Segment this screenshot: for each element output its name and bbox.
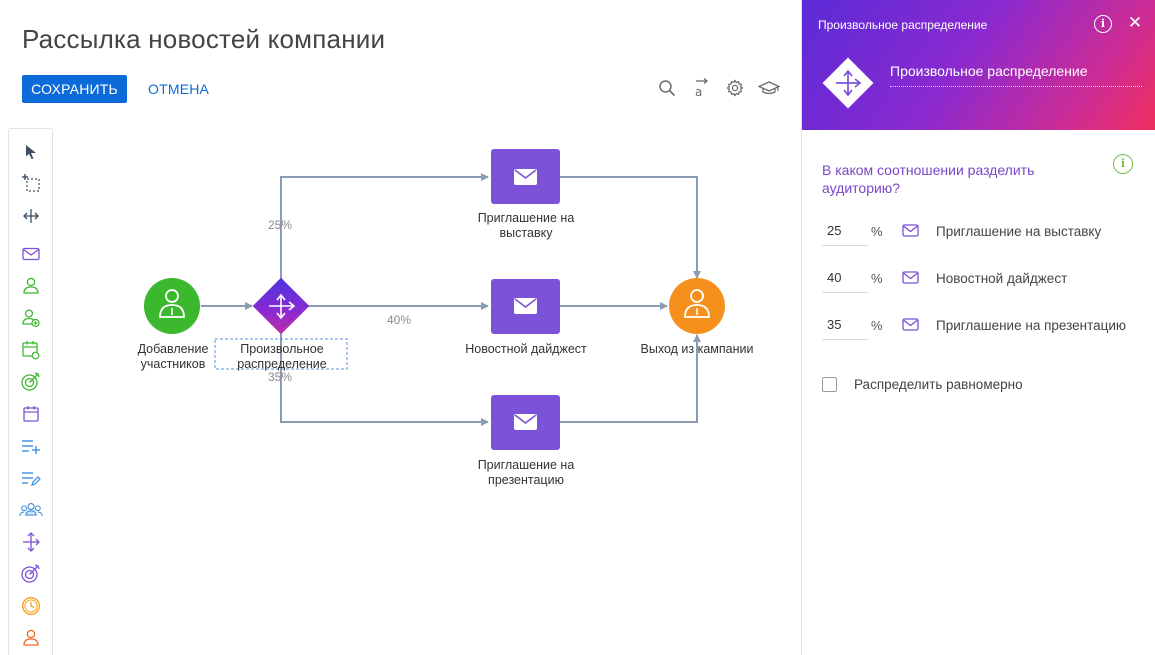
split-target-name: Новостной дайджест [936,271,1068,286]
element-name-field[interactable]: Произвольное распределение [890,63,1142,87]
branch-percent-top: 25% [268,218,293,232]
branch-percent-mid: 40% [387,313,412,327]
selection-frame [214,338,348,370]
split-row-3: % Приглашение на презентацию [822,310,1142,344]
panel-header: Произвольное распределение i ✕ Произволь… [802,0,1155,130]
conditional-target-icon[interactable] [19,563,43,585]
branch-percent-bottom: 35% [268,370,293,384]
event-audience-icon[interactable] [19,339,43,361]
distribute-evenly-label: Распределить равномерно [854,377,1023,392]
audience-icon[interactable] [19,275,43,297]
search-icon[interactable] [656,76,678,100]
split-node[interactable] [252,277,310,335]
exit-node-icon [684,289,710,318]
split-value-input[interactable] [822,310,868,340]
svg-text:a: a [695,85,702,99]
panel-caption: Произвольное распределение [818,18,988,32]
split-value-input[interactable] [822,216,868,246]
element-palette [8,128,53,655]
email-icon [902,271,919,289]
split-element-icon [822,57,874,114]
split-target-name: Приглашение на презентацию [936,318,1127,333]
email-icon [902,224,919,242]
add-record-icon[interactable] [19,435,43,457]
email-icon[interactable] [19,243,43,265]
lasso-select-icon[interactable] [19,172,43,194]
random-split-icon[interactable] [19,531,43,553]
flow-connectors [144,149,725,450]
split-value-input[interactable] [822,263,868,293]
canvas-toolbar: a [656,76,780,100]
save-button[interactable]: СОХРАНИТЬ [22,75,127,103]
split-row-2: % Новостной дайджест [822,263,1142,297]
add-audience-icon[interactable] [19,307,43,329]
mail-mid-label: Новостной дайджест [465,342,587,356]
audience-node-icon [159,289,185,318]
mail-node-top[interactable] [491,149,560,204]
group-icon[interactable] [19,499,43,521]
help-icon[interactable]: i [1113,154,1133,174]
element-settings-panel: Произвольное распределение i ✕ Произволь… [801,0,1155,655]
move-canvas-icon[interactable] [19,205,43,227]
split-row-1: % Приглашение на выставку [822,216,1142,250]
mail-bottom-label: Приглашение на презентацию [477,458,575,487]
page-title: Рассылка новостей компании [22,24,386,54]
academy-cap-icon[interactable] [758,76,780,100]
distribute-evenly-option[interactable]: Распределить равномерно [822,377,1023,392]
mail-node-mid[interactable] [491,279,560,334]
timer-icon[interactable] [19,595,43,617]
split-node-label: Произвольное распределение [237,342,327,371]
mail-top-label: Приглашение на выставку [477,211,575,240]
distribute-evenly-checkbox[interactable] [822,377,837,392]
random-split-node-icon [269,293,296,320]
target-audience-icon[interactable] [19,371,43,393]
text-size-icon[interactable]: a [690,76,712,100]
exit-node-label: Выход из кампании [640,342,754,356]
exit-node[interactable] [669,278,725,334]
mail-node-bottom[interactable] [491,395,560,450]
percent-unit: % [871,318,883,333]
percent-unit: % [871,271,883,286]
start-node-label: Добавление участников [137,342,209,371]
edit-record-icon[interactable] [19,467,43,489]
pointer-icon[interactable] [19,141,43,163]
exit-icon[interactable] [19,627,43,649]
split-target-name: Приглашение на выставку [936,224,1102,239]
process-canvas[interactable]: 25% 40% 35% Добавление участников Произв… [56,128,800,655]
cancel-button[interactable]: ОТМЕНА [140,75,217,103]
close-icon[interactable]: ✕ [1127,13,1143,32]
email-icon [902,318,919,336]
calendar-icon[interactable] [19,403,43,425]
info-icon[interactable]: i [1094,15,1112,33]
percent-unit: % [871,224,883,239]
split-question: В каком соотношении разделить аудиторию? [822,162,1035,196]
gear-icon[interactable] [724,76,746,100]
start-node[interactable] [144,278,200,334]
